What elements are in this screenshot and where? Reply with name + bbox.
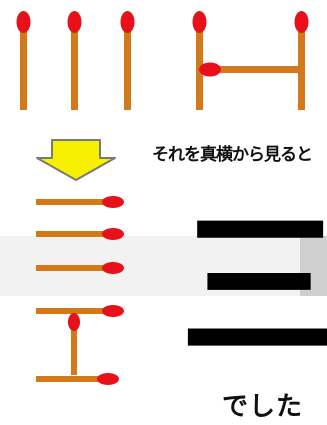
- match-stick: [36, 265, 108, 271]
- match-head: [294, 11, 309, 33]
- side-view-matches: [36, 196, 124, 385]
- match-head: [120, 11, 135, 33]
- match-stick: [36, 308, 108, 314]
- caption-text: それを真横から見ると: [152, 145, 313, 165]
- match-head: [102, 228, 124, 240]
- match-stick: [36, 376, 104, 382]
- match-stick: [71, 28, 78, 110]
- match-stick: [124, 28, 131, 110]
- match-stick: [36, 199, 108, 205]
- match-head: [102, 196, 124, 208]
- down-arrow-icon: [36, 139, 116, 181]
- match-head: [102, 305, 124, 317]
- match-head: [68, 313, 80, 331]
- match-stick: [36, 231, 108, 237]
- match-head: [199, 62, 221, 77]
- answer-kanji: 三重: [180, 193, 327, 380]
- match-stick: [71, 325, 77, 375]
- match-head: [67, 11, 82, 33]
- match-head: [192, 11, 207, 33]
- background-band-edge: [300, 236, 327, 296]
- match-head: [97, 373, 119, 385]
- match-head: [102, 262, 124, 274]
- match-stick: [214, 66, 302, 73]
- top-matches: [16, 11, 309, 110]
- tail-text: でした: [222, 392, 304, 422]
- match-stick: [20, 28, 27, 110]
- match-head: [16, 11, 31, 33]
